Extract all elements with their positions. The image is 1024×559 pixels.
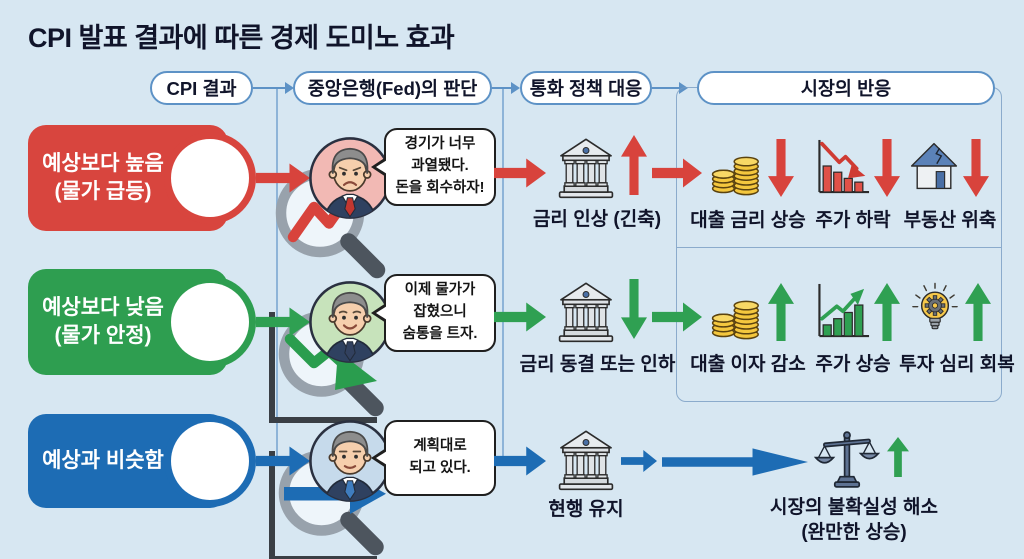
cracked-house-icon (906, 137, 962, 195)
down-arrow-icon (874, 139, 900, 197)
connector-vertical-2 (502, 88, 504, 462)
reaction-label: 주가 상승 (815, 354, 891, 375)
fed-official-worried-avatar (307, 135, 393, 221)
reaction-label: 시장의 불확실성 해소 (770, 497, 938, 518)
scenario-icon-badge (164, 415, 256, 507)
flow-arrow-icon (662, 446, 808, 478)
connector-line-2 (492, 87, 512, 89)
reaction-sublabel: (완만한 상승) (801, 522, 907, 543)
connector-arrowhead-1 (285, 82, 294, 94)
connector-line-1 (253, 87, 286, 89)
speech-bubble: 이제 물가가 잡혔으니 숨통을 트자. (384, 274, 496, 352)
coins-icon (706, 137, 766, 197)
up-arrow-icon (768, 283, 794, 341)
connector-vertical-1 (276, 88, 278, 462)
hold-arrow-icon (621, 448, 657, 474)
down-arrow-icon (963, 139, 989, 197)
scenario-text: 예상보다 낮음 (물가 안정) (42, 295, 164, 347)
flow-arrow-icon (652, 156, 702, 190)
up-arrow-icon (965, 283, 991, 341)
lightbulb-gear-icon (906, 278, 964, 340)
up-arrow-icon (874, 283, 900, 341)
rate-down-arrow-icon (621, 279, 647, 339)
reaction-label: 대출 이자 감소 (690, 354, 806, 375)
column-header-market-reaction: 시장의 반응 (697, 71, 995, 105)
scenario-icon-badge (164, 132, 256, 224)
connector-line-3 (652, 87, 680, 89)
chart-rising-icon (812, 278, 874, 342)
reaction-label: 대출 금리 상승 (690, 210, 806, 231)
speech-bubble: 계획대로 되고 있다. (384, 420, 496, 496)
policy-label: 금리 동결 또는 인하 (519, 354, 676, 375)
flow-arrow-icon (652, 300, 702, 334)
scenario-icon-badge (164, 276, 256, 368)
flow-arrow-icon (256, 305, 310, 339)
policy-label: 금리 인상 (긴축) (532, 209, 662, 230)
reaction-label: 부동산 위축 (903, 210, 997, 231)
speech-bubble: 경기가 너무 과열됐다. 돈을 회수하자! (384, 128, 496, 206)
chart-declining-icon (812, 134, 874, 198)
up-arrow-icon (887, 437, 909, 477)
reaction-label: 주가 하락 (815, 210, 891, 231)
rate-up-arrow-icon (621, 135, 647, 195)
column-header-fed-judgment: 중앙은행(Fed)의 판단 (293, 71, 492, 105)
bank-icon (553, 424, 619, 494)
column-header-cpi-result: CPI 결과 (150, 71, 253, 105)
scenario-text: 예상보다 높음 (물가 급등) (42, 151, 164, 203)
flow-arrow-icon (494, 156, 546, 190)
policy-label: 현행 유지 (548, 499, 624, 520)
bank-icon (553, 132, 619, 202)
balance-scales-icon (813, 423, 881, 495)
flow-arrow-icon (494, 300, 546, 334)
bank-icon (553, 276, 619, 346)
connector-arrowhead-2 (511, 82, 520, 94)
reaction-label: 투자 심리 회복 (899, 354, 1015, 375)
market-reaction-divider (677, 247, 1001, 248)
column-header-policy-response: 통화 정책 대응 (520, 71, 652, 105)
coins-icon (706, 281, 766, 341)
flow-arrow-icon (256, 444, 310, 478)
down-arrow-icon (768, 139, 794, 197)
flow-arrow-icon (494, 444, 546, 478)
flow-arrow-icon (256, 161, 310, 195)
page-title: CPI 발표 결과에 따른 경제 도미노 효과 (28, 23, 455, 53)
scenario-text: 예상과 비슷함 (42, 448, 164, 472)
